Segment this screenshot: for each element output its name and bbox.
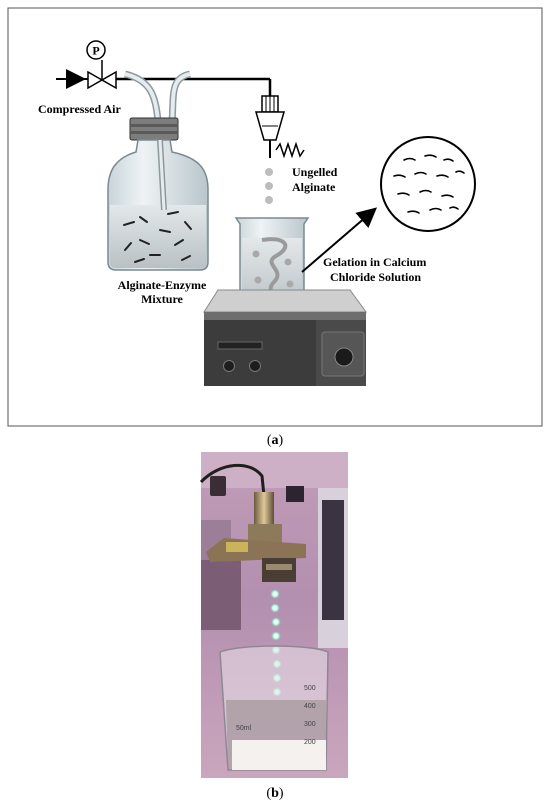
valve-icon xyxy=(87,60,117,90)
gelation-label-2: Chloride Solution xyxy=(330,270,421,284)
compressed-air-label: Compressed Air xyxy=(38,102,121,116)
ungelled-label-2: Alginate xyxy=(292,180,336,194)
hotplate xyxy=(203,289,367,386)
beaker-mark-400: 400 xyxy=(304,703,316,710)
magnified-view xyxy=(380,136,476,232)
panel-b-photo: 500 400 300 200 50ml xyxy=(199,452,348,778)
beaker-mark-500: 500 xyxy=(304,685,316,692)
bottle xyxy=(107,117,209,271)
beaker-volume-text: 50ml xyxy=(236,725,252,732)
nozzle-icon xyxy=(255,95,305,159)
bottle-tubes xyxy=(124,70,191,123)
mixture-label-1: Alginate-Enzyme xyxy=(118,278,207,292)
pressure-gauge-icon: P xyxy=(86,40,106,60)
gelation-label-1: Gelation in Calcium xyxy=(323,255,426,269)
caption-b: (b) xyxy=(266,786,283,801)
beaker-mark-200: 200 xyxy=(304,739,316,746)
pressure-gauge-label: P xyxy=(92,44,99,58)
beaker-mark-300: 300 xyxy=(304,721,316,728)
ungelled-droplets xyxy=(265,168,273,204)
magnify-arrow xyxy=(301,207,378,273)
caption-a: (a) xyxy=(267,433,284,448)
ungelled-label-1: Ungelled xyxy=(292,165,338,179)
mixture-label-2: Mixture xyxy=(141,292,183,306)
panel-a: P Compressed Air Alginate- xyxy=(7,7,543,427)
